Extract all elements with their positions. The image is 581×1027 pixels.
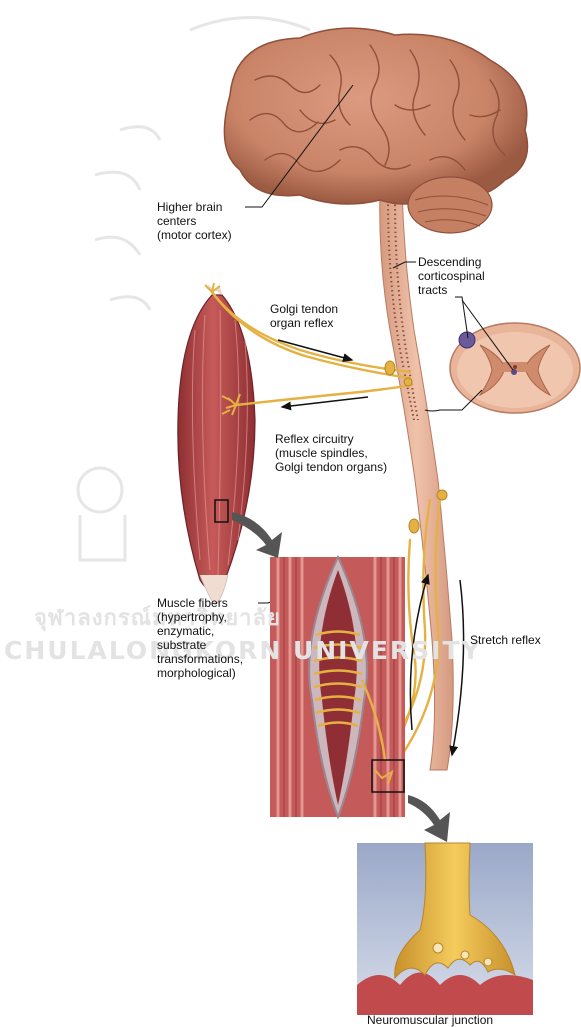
nmj-inset xyxy=(357,843,533,1015)
label-stretch-reflex: Stretch reflex xyxy=(470,633,541,647)
muscle-fibers-inset xyxy=(270,557,405,817)
brain-illustration xyxy=(224,28,527,233)
label-descending-corticospinal-tracts: Descending corticospinal tracts xyxy=(418,255,485,297)
label-reflex-circuitry: Reflex circuitry (muscle spindles, Golgi… xyxy=(275,432,387,474)
stretch-reflex-down-arrow xyxy=(452,580,464,755)
spinal-cord-cross-section xyxy=(450,323,580,413)
zoom-arrow-nmj xyxy=(408,795,450,842)
label-golgi-tendon-organ-reflex: Golgi tendon organ reflex xyxy=(270,302,338,330)
label-higher-brain-centers: Higher brain centers (motor cortex) xyxy=(157,200,232,242)
muscle-illustration xyxy=(178,284,255,605)
label-muscle-fibers: Muscle fibers (hypertrophy, enzymatic, s… xyxy=(157,596,243,680)
label-neuromuscular-junction: Neuromuscular junction xyxy=(367,1013,493,1027)
